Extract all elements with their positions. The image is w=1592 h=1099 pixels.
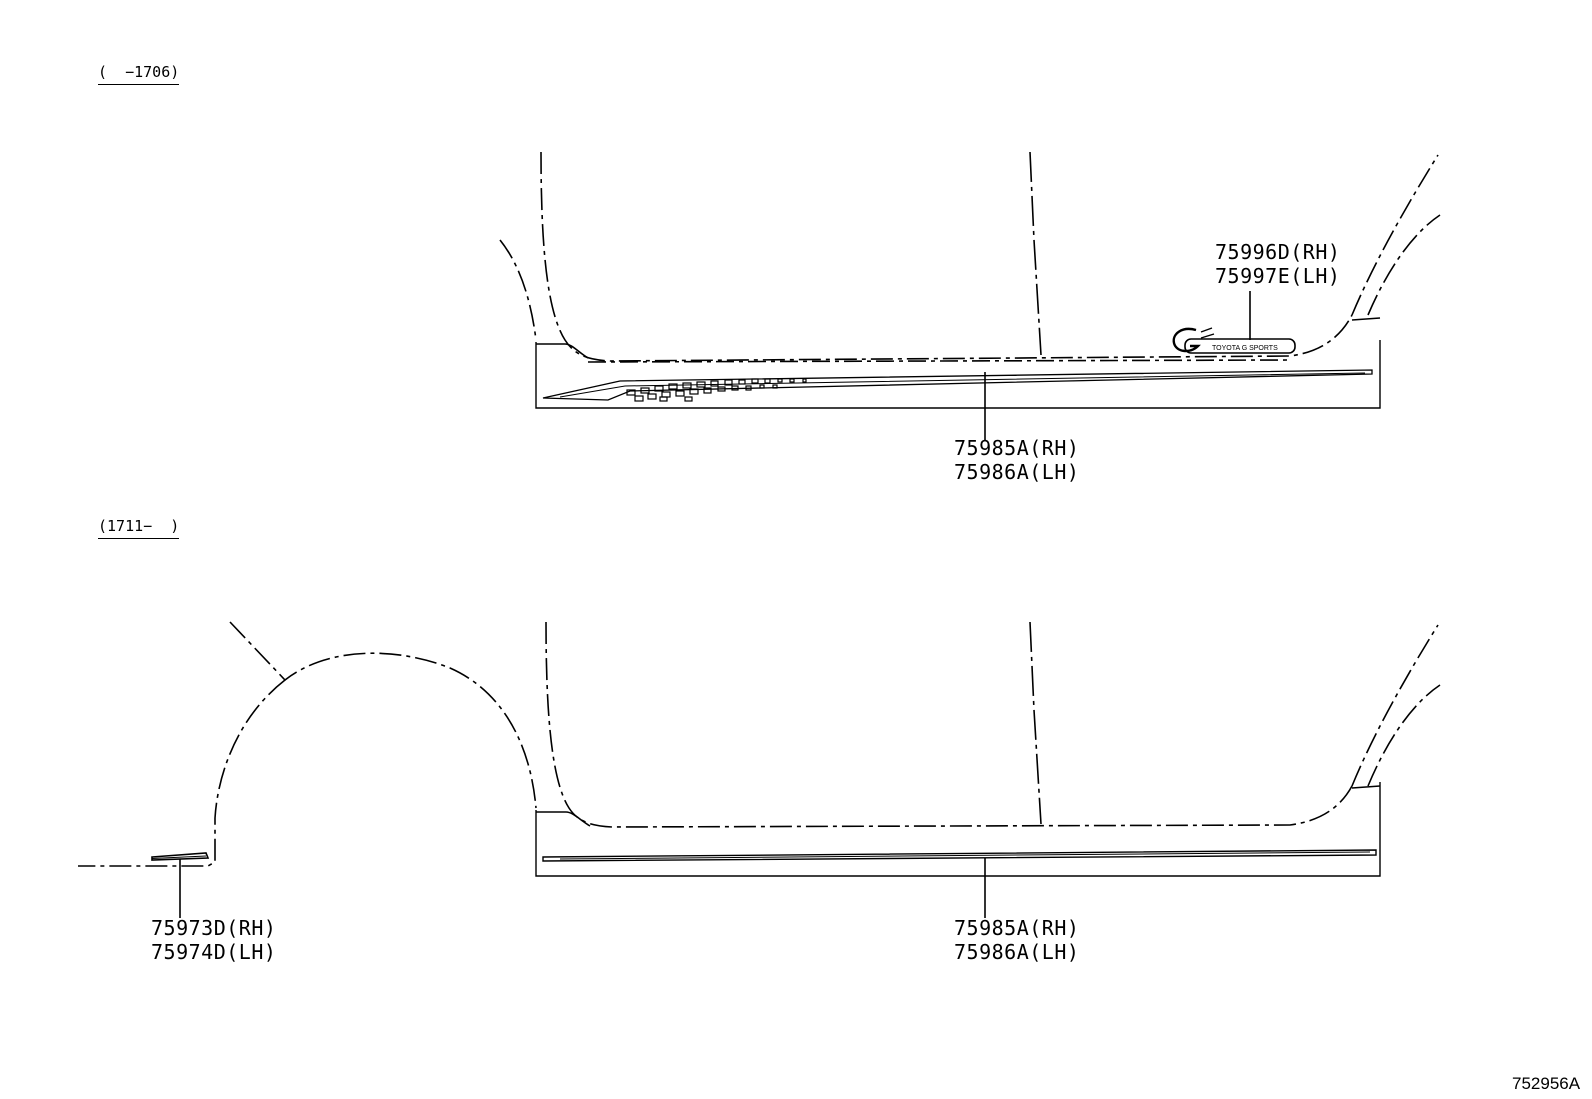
lower-side-stripe — [542, 849, 1377, 862]
lower-period-label: (1711− ) — [98, 518, 180, 539]
upper-stripe-part-lh: 75986A(LH) — [954, 460, 1080, 484]
upper-stripe-part-rh: 75985A(RH) — [954, 436, 1080, 460]
wheel-arch-stripe — [151, 852, 210, 861]
arch-stripe-part-lh: 75974D(LH) — [151, 940, 277, 964]
arch-stripe-part-rh: 75973D(RH) — [151, 916, 277, 940]
checker-pattern — [626, 378, 807, 402]
upper-side-stripe — [542, 369, 1373, 402]
emblem-part-lh: 75997E(LH) — [1215, 264, 1341, 288]
gs-emblem-graphic — [1172, 327, 1296, 354]
figure-id: 752956A — [1512, 1074, 1581, 1093]
lower-stripe-part-lh: 75986A(LH) — [954, 940, 1080, 964]
upper-body-outline — [499, 151, 1441, 409]
lower-body-outline — [78, 621, 1441, 877]
lower-stripe-part-rh: 75985A(RH) — [954, 916, 1080, 940]
emblem-logo-lettering: TOYOTA G SPORTS — [1212, 345, 1278, 352]
emblem-part-rh: 75996D(RH) — [1215, 240, 1341, 264]
upper-period-label: ( −1706) — [98, 64, 180, 85]
